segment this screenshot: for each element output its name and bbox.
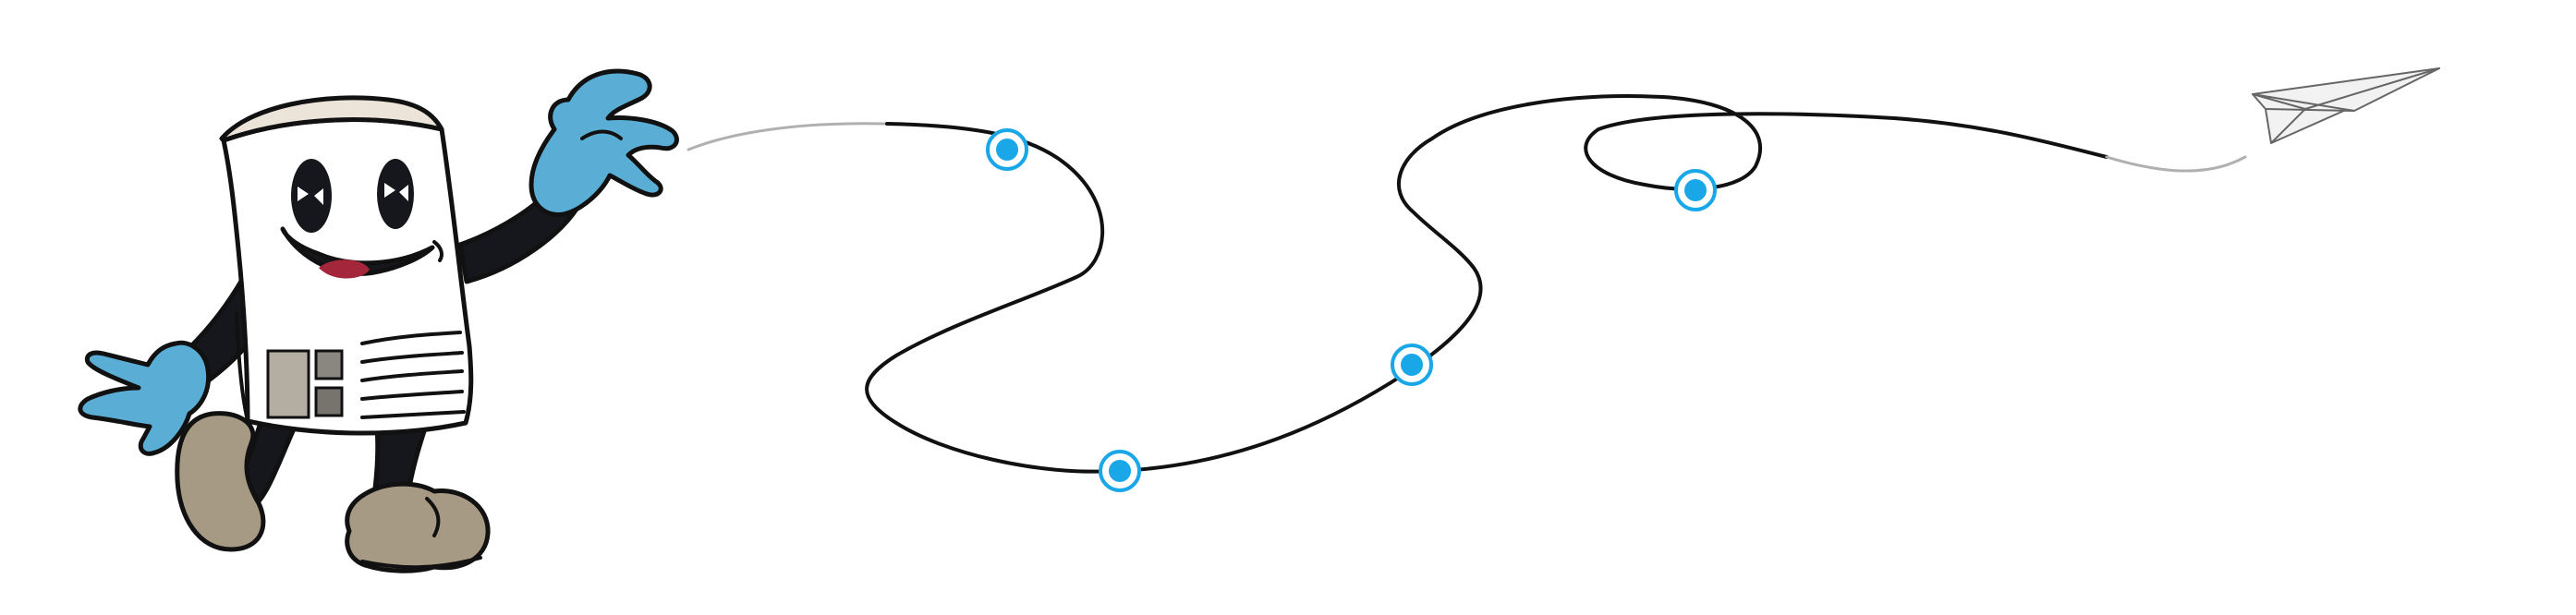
waypoint-marker: [986, 128, 1028, 171]
mascot-front-shoe-sole: [360, 556, 482, 570]
mascot-right-eye-highlight: [384, 183, 408, 201]
flight-path-line: [865, 94, 2108, 474]
flight-path-start-fade: [687, 122, 889, 151]
flight-path: [687, 94, 2247, 474]
paper-plane-icon: [2252, 67, 2440, 144]
mascot-back-shoe: [175, 411, 266, 552]
paper-plane-fold: [2265, 108, 2355, 144]
print-block-small-bottom: [314, 386, 344, 417]
mascot-right-eye: [377, 159, 414, 229]
waypoint-marker: [1674, 169, 1717, 211]
waypoint-marker: [1391, 344, 1433, 386]
waypoint-marker: [1099, 450, 1141, 492]
paper-plane-wing: [2252, 67, 2440, 112]
mascot-tongue: [319, 259, 370, 279]
print-block-small-top: [314, 349, 344, 380]
newspaper-mascot: [78, 68, 679, 573]
print-text-lines: [360, 331, 466, 419]
mascot-newspaper-print: [266, 331, 466, 419]
mascot-left-glove: [78, 340, 212, 456]
flight-path-end-fade: [2105, 155, 2247, 173]
mascot-right-glove: [529, 68, 679, 217]
mascot-left-eye: [291, 159, 332, 233]
mascot-front-shoe-detail: [425, 497, 441, 537]
print-block-photo: [266, 349, 310, 419]
mascot-right-glove-finger-line: [580, 129, 623, 140]
mascot-face: [280, 159, 444, 279]
flight-path-waypoints: [986, 128, 1717, 492]
mascot-newspaper-side-edge: [235, 312, 249, 423]
mascot-cheek-line: [432, 240, 444, 262]
mascot-front-shoe: [345, 481, 491, 573]
mascot-newspaper-top: [219, 95, 444, 143]
mascot-left-eye-highlight: [298, 187, 323, 205]
